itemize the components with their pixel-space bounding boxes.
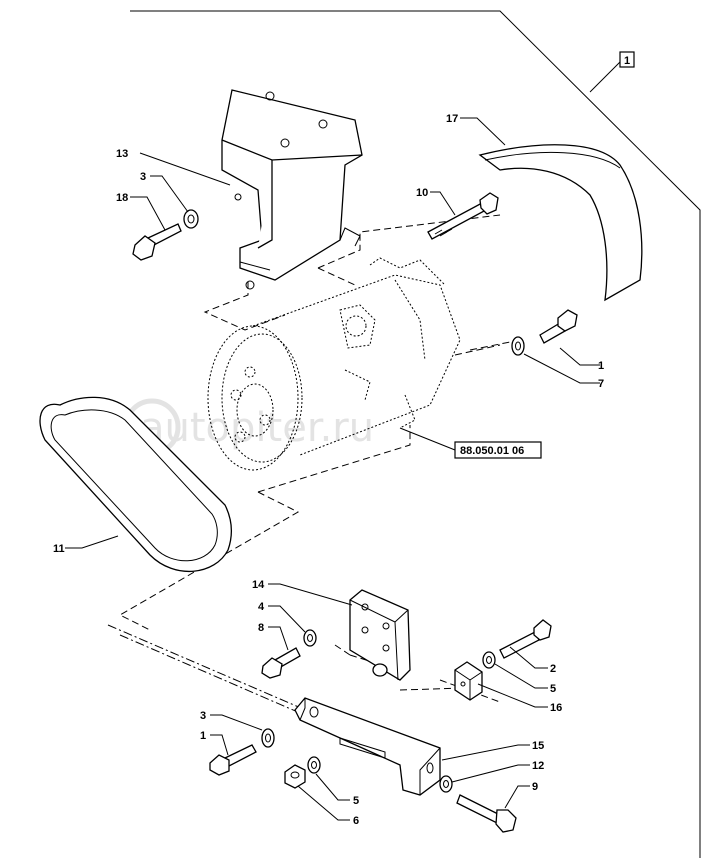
callout-12: 12 — [532, 760, 544, 772]
callout-5-bottom: 5 — [353, 795, 359, 807]
callout-10: 10 — [416, 187, 428, 199]
bolt-part-9 — [456, 794, 517, 833]
callout-17: 17 — [446, 113, 458, 125]
washer-part-12 — [439, 775, 453, 793]
bolt-part-18 — [132, 223, 182, 261]
callout-14: 14 — [252, 579, 265, 591]
callout-1-bottom: 1 — [200, 730, 206, 742]
callouts: 13 3 18 17 10 1 7 11 14 4 8 2 5 16 15 12… — [53, 113, 604, 827]
washer-part-5-bottom — [307, 756, 321, 774]
reference-tag-box — [454, 441, 542, 459]
compressor-assembly — [207, 257, 461, 471]
callout-13: 13 — [116, 148, 128, 160]
bolt-part-1-bottom — [209, 744, 257, 776]
bolt-part-10 — [427, 192, 499, 240]
bracket-part-13 — [221, 89, 363, 290]
ref-leader — [399, 427, 456, 451]
callout-18: 18 — [116, 192, 128, 204]
callout-7: 7 — [598, 378, 604, 390]
watermark-text: autopiter.ru — [140, 405, 374, 451]
washer-part-4 — [303, 629, 317, 647]
washer-part-5-right — [482, 651, 496, 669]
callout-15: 15 — [532, 740, 544, 752]
callout-3-top: 3 — [140, 171, 146, 183]
callout-9: 9 — [532, 781, 538, 793]
callout-2: 2 — [550, 663, 556, 675]
belt-part-11 — [39, 396, 233, 573]
callout-16: 16 — [550, 702, 562, 714]
callout-1-top: 1 — [598, 360, 604, 372]
callout-6: 6 — [353, 815, 359, 827]
nut-part-16 — [454, 661, 483, 701]
callout-11: 11 — [53, 543, 65, 555]
belt-cover-part-17 — [478, 144, 643, 302]
mount-block-part-14 — [349, 589, 411, 681]
callout-4: 4 — [258, 601, 265, 613]
callout-3-bottom: 3 — [200, 710, 206, 722]
slotted-bracket-part-15 — [294, 697, 441, 796]
reference-tag: 88.050.01 06 — [460, 445, 524, 457]
group-tag: 1 — [624, 55, 630, 67]
washer-part-7 — [511, 336, 525, 356]
leader-lines — [65, 117, 600, 821]
nut-part-6 — [284, 764, 306, 789]
washer-part-3-bottom — [261, 728, 275, 748]
bolt-part-1-top — [539, 309, 578, 344]
bolt-part-2 — [499, 619, 552, 659]
group-frame: 1 — [130, 10, 701, 858]
washer-part-3-top — [183, 209, 199, 229]
group-tag-box — [619, 51, 635, 68]
bolt-part-8 — [261, 647, 301, 679]
callout-5-right: 5 — [550, 683, 556, 695]
callout-8: 8 — [258, 622, 264, 634]
